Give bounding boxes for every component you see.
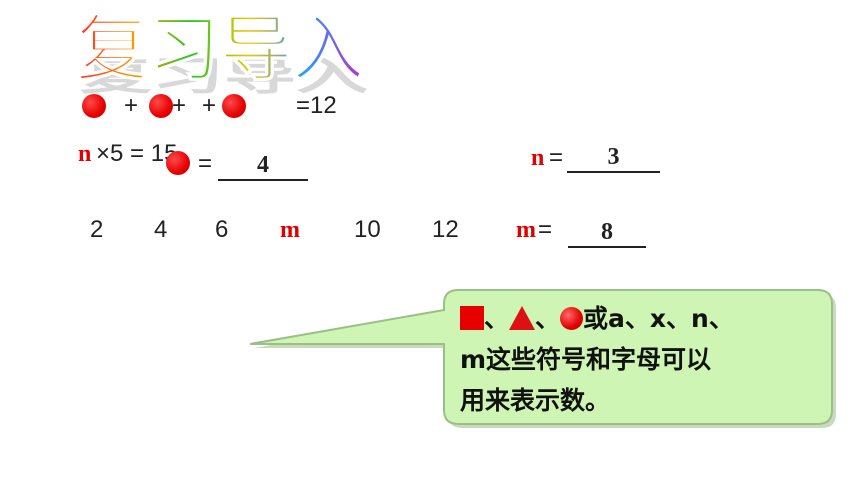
callout-line-1-text: 或a、x、n、 (583, 304, 734, 333)
red-dot-symbol (82, 94, 106, 118)
callout-text: 、、或a、x、n、 m这些符号和字母可以 用来表示数。 (460, 298, 820, 421)
separator: 、 (484, 304, 510, 333)
equals-sign: = (538, 216, 553, 243)
title-text: 复习导入 (76, 8, 364, 91)
sequence-item: 4 (154, 216, 168, 243)
n-answer: 3 (567, 143, 660, 173)
sequence-item: 10 (354, 216, 381, 243)
lesson-title: 复习导入 复习导入 (76, 8, 368, 98)
title-shadow: 复习导入 (80, 53, 368, 98)
sequence-item: 2 (90, 216, 104, 243)
plus-sign: + (124, 92, 139, 119)
red-square-icon (460, 306, 484, 330)
m-answer: 8 (568, 218, 646, 248)
sequence-variable-m: m (280, 217, 300, 243)
equation-result: =12 (296, 92, 337, 119)
plus-sign: + (172, 92, 187, 119)
dot-equals-sign: = (198, 150, 213, 177)
callout-line-2: m这些符号和字母可以 (460, 345, 712, 374)
equals-sign: = (549, 144, 564, 171)
callout-line-1: 、、或a、x、n、 (460, 298, 820, 339)
separator: 、 (535, 304, 561, 333)
red-dot-symbol (166, 151, 190, 175)
sequence-item: 6 (215, 216, 229, 243)
red-dot-icon (560, 307, 584, 330)
variable-n: n (531, 145, 545, 171)
callout-line-3: 用来表示数。 (460, 386, 611, 415)
variable-m: m (516, 217, 536, 243)
red-triangle-icon (509, 306, 536, 330)
callout-bubble (249, 289, 836, 428)
red-dot-symbol (149, 94, 173, 118)
dot-answer: 4 (218, 151, 308, 181)
plus-sign: + (202, 92, 217, 119)
sequence-item: 12 (432, 216, 459, 243)
red-dot-symbol (222, 94, 246, 118)
multiplication-equation: ×5 = 15 (96, 140, 178, 167)
variable-n: n (78, 141, 92, 167)
